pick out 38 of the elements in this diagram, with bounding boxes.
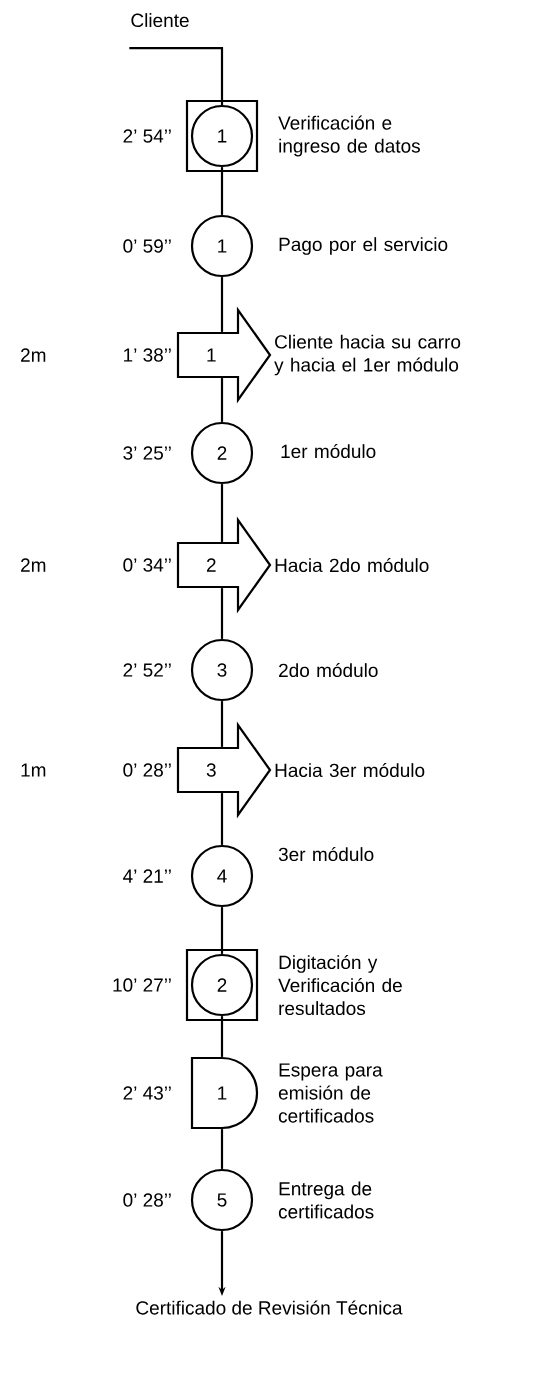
time-label: 1’ 38’’ (124, 348, 171, 362)
time-label: 10’ 27’’ (113, 978, 171, 992)
connector-line (220, 378, 224, 422)
end-label: Certificado de Revisión Técnica (136, 1300, 403, 1315)
connector-line (220, 1129, 224, 1169)
connector-line (220, 277, 224, 332)
connector-line (220, 793, 224, 845)
connector-line (220, 701, 224, 747)
time-label: 2’ 54’’ (123, 129, 171, 143)
activity-description: Hacia 2do módulo (275, 557, 429, 573)
activity-description: Entrega de certificados (278, 1181, 374, 1219)
connector-line (129, 47, 224, 105)
activity-description: Pago por el servicio (279, 237, 448, 255)
time-label: 4’ 21’’ (123, 869, 171, 883)
connector-line (220, 907, 224, 954)
distance-label: 2m (21, 558, 46, 572)
distance-label: 2m (21, 348, 46, 362)
time-label: 2’ 43’’ (123, 1086, 171, 1100)
time-label: 0’ 34’’ (123, 558, 171, 572)
time-label: 0’ 28’’ (123, 763, 171, 777)
activity-description: 3er módulo (278, 846, 374, 862)
start-label: Cliente (131, 13, 189, 28)
activity-description: Cliente hacia su carro y hacia el 1er módulo (274, 334, 461, 376)
time-label: 0’ 59’’ (123, 239, 171, 253)
connector-line (220, 1016, 224, 1057)
activity-description: Espera para emisión de certificados (278, 1063, 383, 1123)
distance-label: 1m (21, 763, 46, 777)
connector-line (220, 167, 224, 215)
activity-description: 2do módulo (279, 662, 378, 678)
activity-description: Verificación e ingreso de datos (278, 115, 420, 157)
activity-description: Digitación y Verificación de resultados (278, 954, 402, 1016)
time-label: 0’ 28’’ (123, 1193, 171, 1207)
time-label: 3’ 25’’ (123, 446, 171, 460)
activity-description: 1er módulo (281, 443, 376, 459)
activity-description: Hacia 3er módulo (275, 762, 425, 778)
connector-line (220, 588, 224, 639)
time-label: 2’ 52’’ (123, 663, 171, 677)
connector-line (220, 484, 224, 542)
